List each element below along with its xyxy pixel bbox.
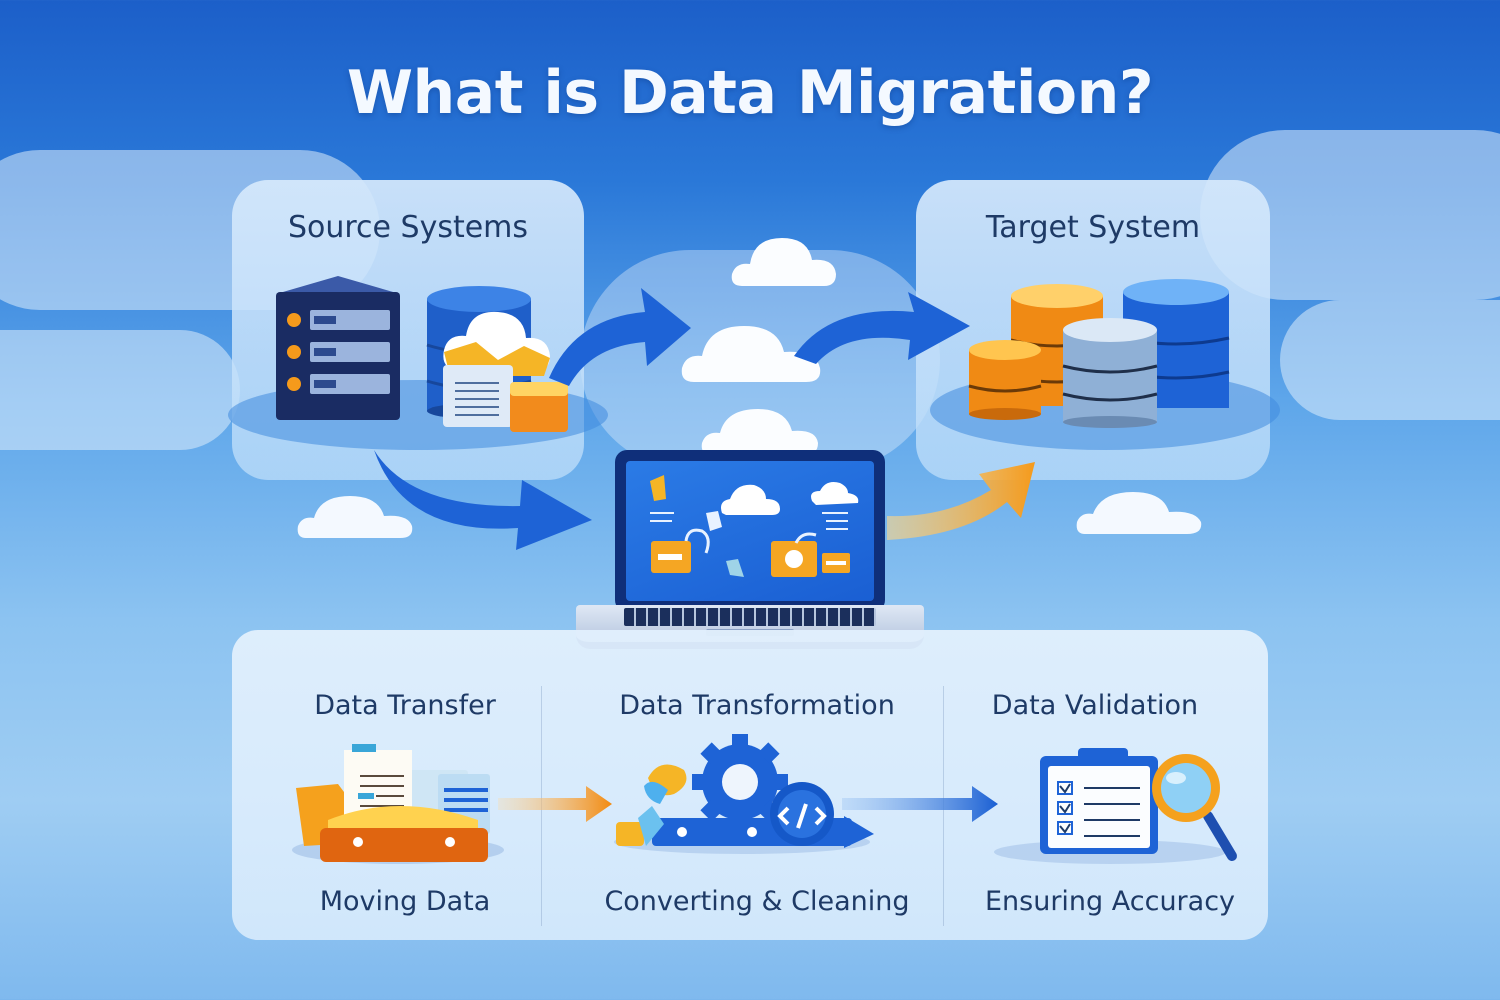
keyboard-keys [624, 608, 876, 626]
server-rack-icon [276, 276, 400, 420]
step-subtitle-converting-cleaning: Converting & Cleaning [604, 886, 910, 917]
step-subtitle-ensuring-accuracy: Ensuring Accuracy [984, 886, 1236, 917]
folder-files-icon [292, 744, 504, 864]
target-system-label: Target System [985, 210, 1201, 245]
page-title: What is Data Migration? [346, 58, 1154, 128]
gear-icon [692, 734, 788, 830]
box-icon [510, 382, 568, 432]
arrow-transform-to-validate [842, 786, 998, 822]
background-cloud [1076, 492, 1202, 534]
clipboard-icon [1040, 748, 1158, 854]
target-databases [968, 279, 1230, 428]
background-cloud [1280, 300, 1500, 420]
center-cloud-icon [701, 409, 818, 455]
step-subtitle-moving-data: Moving Data [319, 886, 491, 917]
center-cloud-icon [731, 238, 836, 286]
center-cloud-icon [681, 326, 821, 382]
step-title-data-validation: Data Validation [991, 690, 1199, 721]
gear-code-icon [614, 734, 874, 854]
code-icon [770, 782, 834, 846]
clipboard-magnifier-icon [994, 748, 1237, 864]
source-systems-label: Source Systems [287, 210, 529, 245]
background-cloud [0, 330, 240, 450]
document-icon [443, 365, 513, 427]
laptop-display [626, 461, 874, 601]
background-cloud [297, 496, 413, 538]
arrow-cloud-to-target [794, 292, 970, 364]
step-title-data-transformation: Data Transformation [619, 690, 895, 721]
magnifier-icon [1152, 754, 1237, 861]
arrow-laptop-to-target [887, 462, 1035, 540]
laptop-screen-graphics [650, 475, 859, 577]
step-title-data-transfer: Data Transfer [314, 690, 496, 721]
laptop-icon [615, 450, 885, 612]
arrow-source-to-laptop [374, 450, 592, 550]
arrow-transfer-to-transform [498, 786, 612, 822]
gray-database-icon [1062, 318, 1158, 428]
arrow-source-to-cloud [549, 288, 691, 386]
